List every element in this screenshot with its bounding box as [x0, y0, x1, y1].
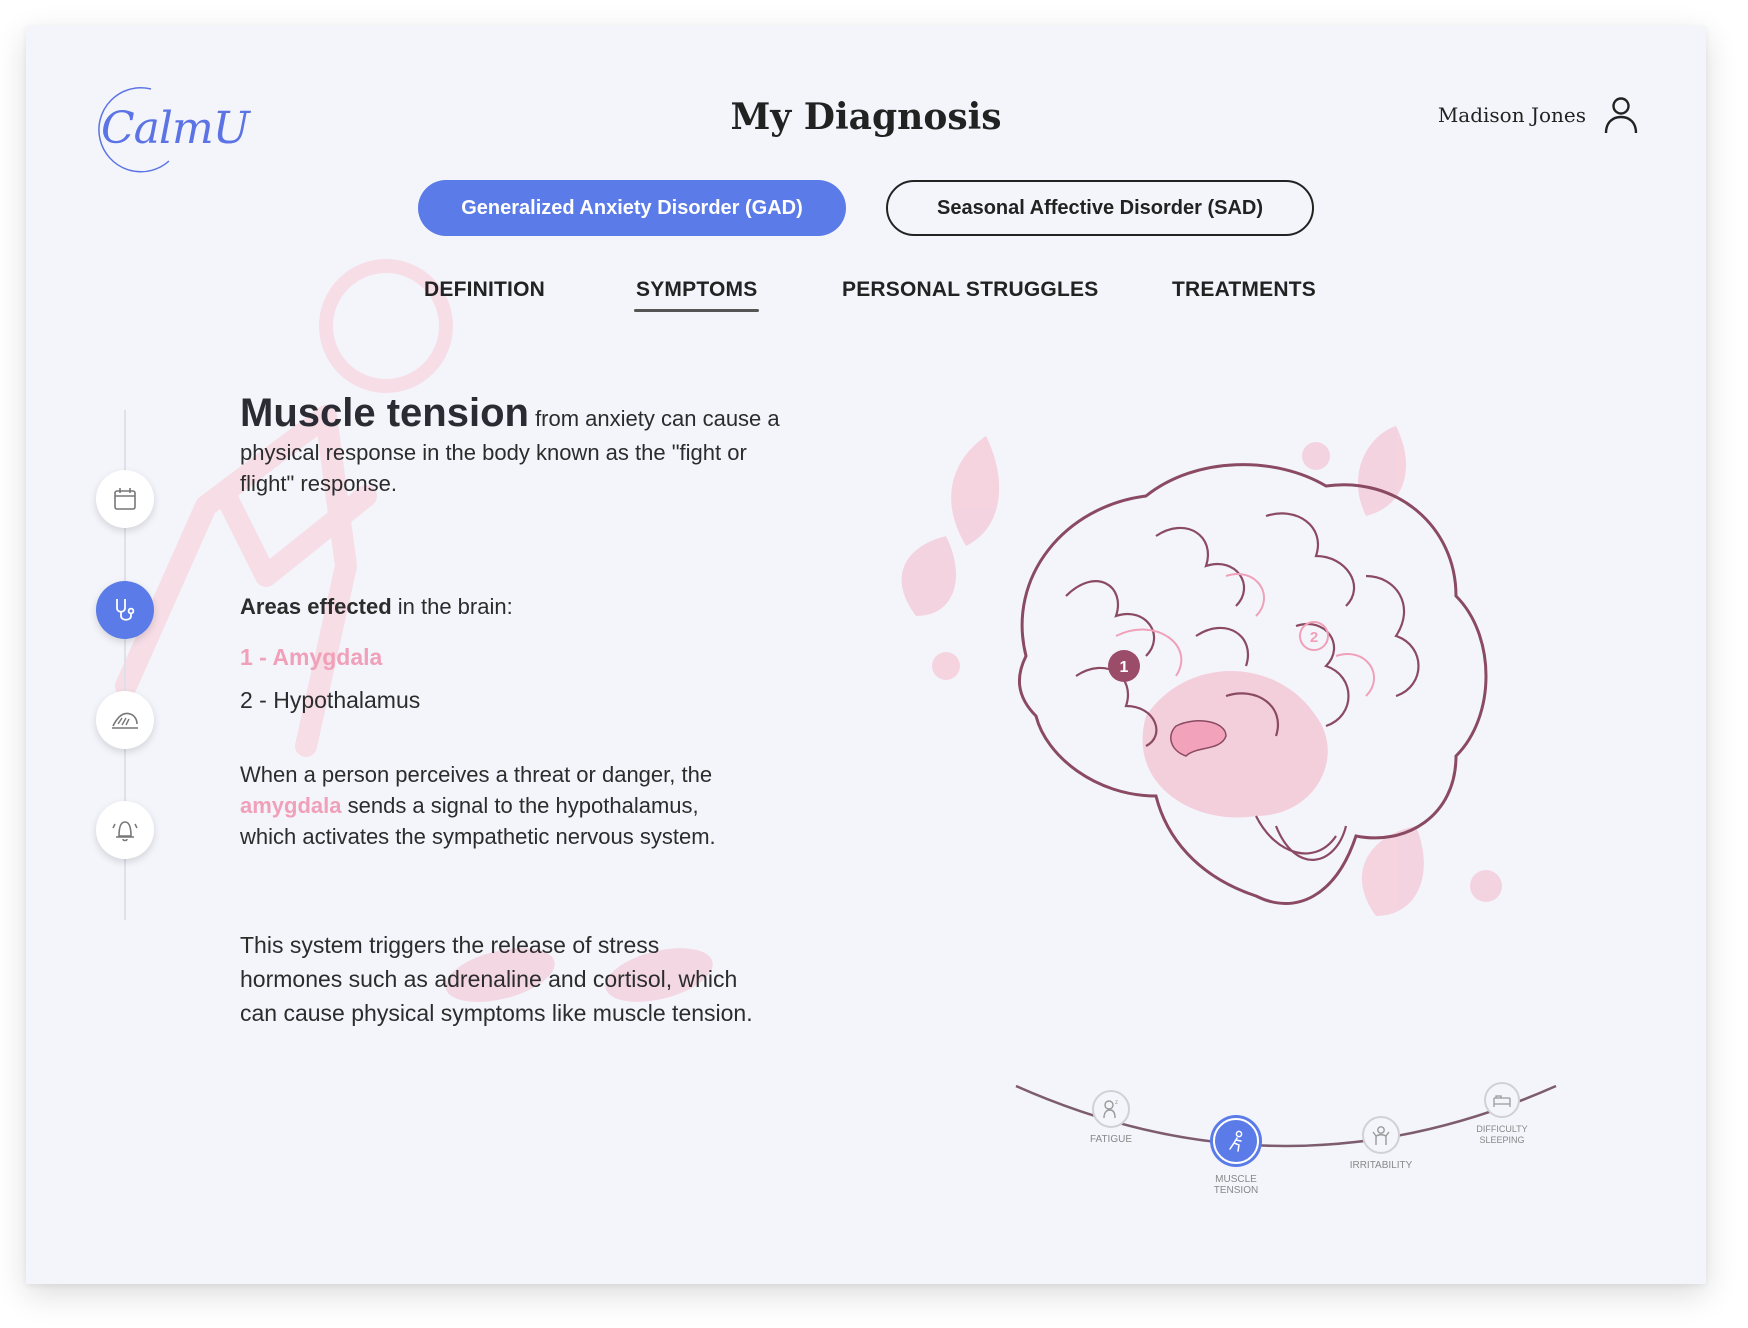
brain-marker-1-label: 1 [1120, 659, 1129, 676]
symptom-sleeping-label-2: SLEEPING [1479, 1135, 1525, 1145]
brain-marker-2-label: 2 [1310, 629, 1318, 646]
areas-bold: Areas effected [240, 594, 392, 619]
symptom-sleeping-label-1: DIFFICULTY [1476, 1124, 1528, 1134]
para1-line2: sends a signal to the hypothalamus, [341, 793, 699, 818]
sidebar-item-support[interactable] [96, 691, 154, 749]
user-name: Madison Jones [1437, 103, 1586, 127]
svg-text:z: z [1115, 1100, 1118, 1106]
area-hypothalamus-link[interactable]: 2 - Hypothalamus [240, 687, 421, 713]
symptom-irritability-label: IRRITABILITY [1349, 1160, 1413, 1171]
symptom-difficulty-sleeping[interactable]: DIFFICULTY SLEEPING [1462, 1082, 1542, 1146]
diagnosis-sad-button[interactable]: Seasonal Affective Disorder (SAD) [886, 180, 1314, 236]
sidebar-item-symptoms[interactable] [96, 581, 154, 639]
user-icon[interactable] [1604, 96, 1638, 134]
intro-text-1: from anxiety can cause a [528, 406, 780, 431]
brain-marker-1[interactable]: 1 [1108, 650, 1140, 682]
leaf-decorations [901, 426, 1502, 916]
symptom-muscle-tension[interactable]: MUSCLE TENSION [1194, 1118, 1278, 1196]
support-hands-icon [112, 712, 138, 729]
intro-text-2: physical response in the body known as t… [240, 440, 747, 465]
sidebar-item-alerts[interactable] [96, 801, 154, 859]
calendar-icon [114, 488, 136, 510]
brain-inner-lines [1115, 573, 1376, 697]
muscle-tension-icon [1229, 1130, 1243, 1152]
para2-line3: can cause physical symptoms like muscle … [240, 1000, 753, 1026]
para2-line2: hormones such as adrenaline and cortisol… [240, 966, 738, 992]
symptom-irritability[interactable]: IRRITABILITY [1341, 1116, 1421, 1171]
area-amygdala-link[interactable]: 1 - Amygdala [240, 644, 383, 670]
symptom-muscle-tension-label: MUSCLE TENSION [1213, 1174, 1259, 1196]
brain-outline [1017, 463, 1488, 905]
irritability-icon [1372, 1126, 1390, 1145]
para1-line1: When a person perceives a threat or dang… [240, 762, 713, 787]
para2-line1: This system triggers the release of stre… [240, 932, 660, 958]
logo-circle-icon [98, 87, 170, 173]
alert-bell-icon [112, 821, 138, 842]
background-figure-illustration [115, 259, 453, 757]
tab-treatments[interactable]: TREATMENTS [1172, 278, 1316, 301]
user-menu[interactable]: Madison Jones [1438, 96, 1638, 134]
brain-gyri [1065, 512, 1420, 861]
sidebar-item-calendar[interactable] [96, 470, 154, 528]
brain-highlight-region [1142, 671, 1328, 818]
symptom-intro: Muscle tension from anxiety can cause a … [240, 393, 800, 499]
diagnosis-gad-button[interactable]: Generalized Anxiety Disorder (GAD) [418, 180, 846, 236]
paragraph-threat: When a person perceives a threat or dang… [240, 759, 800, 852]
amygdala-shape [1170, 720, 1227, 757]
bed-icon [1493, 1095, 1511, 1107]
brain-marker-2[interactable]: 2 [1299, 621, 1329, 651]
fatigue-icon: z [1103, 1100, 1118, 1119]
stethoscope-icon [116, 599, 135, 621]
symptom-arc-track [1015, 1084, 1557, 1148]
app-window: CalmU My Diagnosis Madison Jones General… [26, 26, 1706, 1284]
symptom-fatigue-label: FATIGUE [1089, 1134, 1133, 1145]
calmu-logo[interactable]: CalmU [81, 81, 250, 176]
paragraph-hormones: This system triggers the release of stre… [240, 928, 860, 1030]
areas-rest: in the brain: [391, 594, 513, 619]
logo-text: CalmU [101, 103, 250, 154]
brain-illustration: 1 2 [901, 426, 1502, 916]
symptom-heading: Muscle tension [240, 391, 529, 435]
sidebar-rail [124, 410, 126, 920]
symptom-fatigue[interactable]: z FATIGUE [1076, 1090, 1146, 1145]
tab-personal-struggles[interactable]: PERSONAL STRUGGLES [842, 278, 1099, 301]
tab-definition[interactable]: DEFINITION [424, 278, 545, 301]
areas-heading: Areas effected in the brain: [240, 591, 513, 622]
amygdala-highlight: amygdala [240, 793, 342, 818]
page-title: My Diagnosis [730, 96, 1002, 138]
intro-text-3: flight" response. [240, 471, 398, 496]
para1-line3: which activates the sympathetic nervous … [240, 824, 716, 849]
tab-symptoms[interactable]: SYMPTOMS [633, 278, 760, 312]
